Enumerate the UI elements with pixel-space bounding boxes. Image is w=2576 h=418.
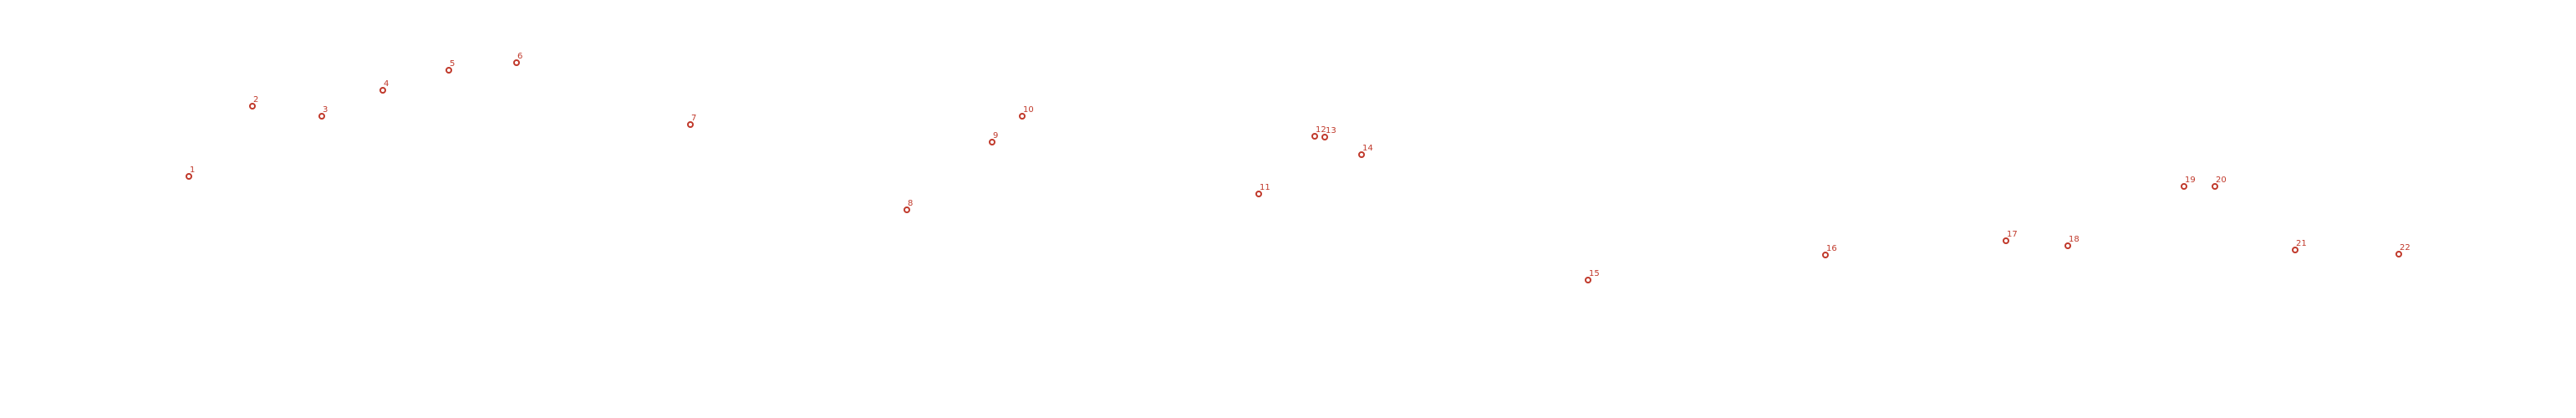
point-11: 11 bbox=[1255, 183, 1270, 197]
point-8: 8 bbox=[904, 199, 913, 213]
point-label: 4 bbox=[384, 79, 389, 89]
point-9: 9 bbox=[989, 131, 998, 145]
point-2: 2 bbox=[249, 95, 258, 110]
point-marker bbox=[186, 173, 192, 180]
point-label: 2 bbox=[253, 95, 258, 104]
point-marker bbox=[1019, 113, 1026, 120]
point-5: 5 bbox=[445, 59, 455, 74]
point-marker bbox=[1822, 252, 1829, 258]
point-18: 18 bbox=[2064, 235, 2080, 249]
point-marker bbox=[687, 121, 694, 128]
point-label: 20 bbox=[2216, 176, 2227, 185]
point-label: 11 bbox=[1260, 183, 1270, 192]
point-6: 6 bbox=[513, 52, 522, 66]
point-label: 17 bbox=[2007, 230, 2018, 239]
point-label: 22 bbox=[2400, 243, 2411, 252]
point-21: 21 bbox=[2292, 239, 2307, 253]
point-marker bbox=[2212, 183, 2218, 190]
point-marker bbox=[904, 206, 910, 213]
point-19: 19 bbox=[2181, 176, 2196, 190]
point-marker bbox=[379, 87, 386, 94]
point-label: 18 bbox=[2069, 235, 2080, 244]
point-10: 10 bbox=[1019, 105, 1034, 120]
point-label: 21 bbox=[2296, 239, 2307, 248]
point-label: 6 bbox=[517, 52, 522, 61]
point-label: 15 bbox=[1589, 269, 1600, 278]
point-label: 8 bbox=[908, 199, 913, 208]
point-17: 17 bbox=[2003, 230, 2018, 244]
point-15: 15 bbox=[1585, 269, 1600, 283]
point-marker bbox=[2003, 237, 2009, 244]
point-marker bbox=[445, 67, 452, 74]
point-label: 12 bbox=[1316, 125, 1326, 135]
point-marker bbox=[318, 113, 325, 120]
point-12: 12 bbox=[1311, 125, 1326, 140]
point-marker bbox=[2292, 247, 2299, 253]
point-marker bbox=[1321, 134, 1328, 140]
point-marker bbox=[249, 103, 256, 110]
point-label: 5 bbox=[450, 59, 455, 69]
point-label: 13 bbox=[1326, 126, 1336, 135]
point-marker bbox=[2181, 183, 2187, 190]
point-7: 7 bbox=[687, 114, 696, 128]
point-marker bbox=[2395, 251, 2402, 257]
point-marker bbox=[989, 139, 995, 145]
point-marker bbox=[1585, 277, 1591, 283]
point-marker bbox=[1358, 151, 1365, 158]
point-label: 3 bbox=[323, 105, 328, 115]
point-label: 14 bbox=[1362, 144, 1373, 153]
point-22: 22 bbox=[2395, 243, 2411, 257]
point-1: 1 bbox=[186, 166, 195, 180]
point-label: 16 bbox=[1826, 244, 1837, 253]
point-4: 4 bbox=[379, 79, 389, 94]
point-marker bbox=[513, 59, 520, 66]
point-label: 7 bbox=[691, 114, 696, 123]
point-label: 1 bbox=[190, 166, 195, 175]
point-label: 19 bbox=[2185, 176, 2196, 185]
point-13: 13 bbox=[1321, 126, 1336, 140]
point-marker bbox=[2064, 242, 2071, 249]
point-label: 9 bbox=[993, 131, 998, 140]
point-16: 16 bbox=[1822, 244, 1837, 258]
point-20: 20 bbox=[2212, 176, 2227, 190]
point-marker bbox=[1311, 133, 1318, 140]
point-marker bbox=[1255, 191, 1262, 197]
point-14: 14 bbox=[1358, 144, 1373, 158]
point-3: 3 bbox=[318, 105, 328, 120]
point-label: 10 bbox=[1023, 105, 1034, 115]
